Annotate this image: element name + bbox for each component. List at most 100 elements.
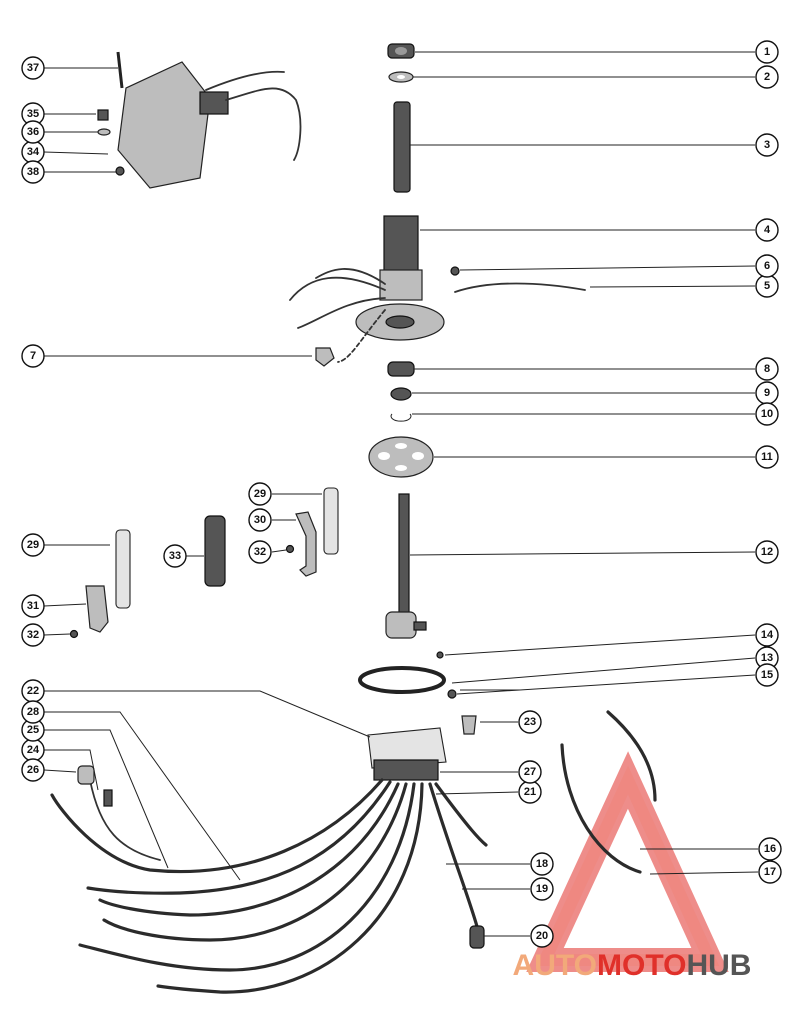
- callout-15: 15: [755, 663, 779, 687]
- watermark-logo: AUTOMOTOHUB: [513, 751, 752, 982]
- svg-text:3: 3: [764, 139, 770, 151]
- callout-9: 9: [755, 381, 779, 405]
- part-6-screw: [450, 266, 460, 276]
- callout-27: 27: [518, 760, 542, 784]
- callout-4: 4: [755, 218, 779, 242]
- svg-text:2: 2: [764, 71, 770, 83]
- svg-text:15: 15: [761, 669, 773, 681]
- callout-21: 21: [518, 780, 542, 804]
- part-37-bolt: [116, 51, 124, 89]
- svg-text:20: 20: [536, 930, 548, 942]
- part-32-nut-left: [69, 629, 79, 639]
- part-23-plug: [461, 715, 477, 735]
- part-26-boot: [77, 765, 95, 785]
- watermark-triangle: [526, 751, 729, 972]
- callout-11: 11: [755, 445, 779, 469]
- svg-text:6: 6: [764, 260, 770, 272]
- watermark-text: AUTOMOTOHUB: [513, 949, 752, 982]
- callout-19: 19: [530, 877, 554, 901]
- svg-text:24: 24: [27, 744, 40, 756]
- part-31-bracket: [85, 585, 109, 633]
- callout-18: 18: [530, 852, 554, 876]
- svg-text:33: 33: [169, 550, 181, 562]
- svg-text:35: 35: [27, 108, 39, 120]
- svg-text:32: 32: [254, 546, 266, 558]
- callout-13: 13: [755, 646, 779, 670]
- callout-5: 5: [755, 274, 779, 298]
- svg-text:18: 18: [536, 858, 548, 870]
- svg-text:4: 4: [764, 224, 771, 236]
- svg-text:28: 28: [27, 706, 39, 718]
- callout-32-left: 32: [21, 623, 45, 647]
- svg-text:14: 14: [761, 629, 774, 641]
- part-2-washer: [388, 71, 414, 83]
- svg-text:17: 17: [764, 866, 776, 878]
- callout-33: 33: [163, 544, 187, 568]
- callout-10: 10: [755, 402, 779, 426]
- callout-28: 28: [21, 700, 45, 724]
- svg-text:22: 22: [27, 685, 39, 697]
- part-3-shaft: [393, 101, 411, 193]
- part-20-boot: [469, 925, 485, 949]
- part-29-wire-holder-right: [323, 487, 339, 555]
- callout-22: 22: [21, 679, 45, 703]
- part-14-screw: [436, 651, 444, 659]
- part-15-nut: [447, 689, 457, 699]
- leader-lines: [43, 51, 759, 937]
- callout-34: 34: [21, 140, 45, 164]
- callout-23: 23: [518, 710, 542, 734]
- callout-24: 24: [21, 738, 45, 762]
- part-1-bearing: [387, 43, 415, 59]
- svg-text:10: 10: [761, 408, 773, 420]
- svg-text:12: 12: [761, 546, 773, 558]
- svg-text:19: 19: [536, 883, 548, 895]
- svg-text:37: 37: [27, 62, 39, 74]
- callout-17: 17: [758, 860, 782, 884]
- svg-text:26: 26: [27, 764, 39, 776]
- part-4-housing: [355, 215, 445, 341]
- svg-text:27: 27: [524, 766, 536, 778]
- callout-38: 38: [21, 160, 45, 184]
- svg-text:21: 21: [524, 786, 536, 798]
- svg-text:32: 32: [27, 629, 39, 641]
- callout-7: 7: [21, 344, 45, 368]
- svg-text:9: 9: [764, 387, 770, 399]
- part-35-screw: [97, 109, 109, 121]
- svg-text:23: 23: [524, 716, 536, 728]
- part-29-wire-holder-left: [115, 529, 131, 609]
- part-24-spark-plug-terminal: [103, 789, 113, 807]
- part-5-wire: [454, 282, 586, 293]
- callout-12: 12: [755, 540, 779, 564]
- part-38-nut: [115, 166, 125, 176]
- callout-20: 20: [530, 924, 554, 948]
- svg-text:5: 5: [764, 280, 770, 292]
- callout-32-right: 32: [248, 540, 272, 564]
- callout-16: 16: [758, 837, 782, 861]
- callout-3: 3: [755, 133, 779, 157]
- svg-text:8: 8: [764, 363, 770, 375]
- svg-text:11: 11: [761, 451, 773, 463]
- callout-25: 25: [21, 718, 45, 742]
- svg-text:36: 36: [27, 126, 39, 138]
- svg-text:13: 13: [761, 652, 773, 664]
- callout-2: 2: [755, 65, 779, 89]
- callout-1: 1: [755, 40, 779, 64]
- callout-37: 37: [21, 56, 45, 80]
- svg-text:34: 34: [27, 146, 40, 158]
- callout-8: 8: [755, 357, 779, 381]
- part-22-distributor-cap: [367, 727, 447, 781]
- callout-29-right: 29: [248, 482, 272, 506]
- part-32-nut-right: [285, 544, 295, 554]
- svg-text:1: 1: [764, 46, 770, 58]
- callout-bubbles: 1 2 3 4 5 6 7 8 9 10 11 12 13 14 15 16 1…: [21, 40, 782, 948]
- part-8-bearing: [387, 361, 415, 377]
- svg-text:38: 38: [27, 166, 39, 178]
- callout-31: 31: [21, 594, 45, 618]
- callout-29-left: 29: [21, 533, 45, 557]
- part-9-washer: [390, 387, 412, 401]
- part-7-connector: [315, 347, 335, 367]
- ignition-wires: [50, 778, 488, 994]
- part-13-clamp-ring: [358, 666, 446, 694]
- part-16-wire: [560, 743, 642, 874]
